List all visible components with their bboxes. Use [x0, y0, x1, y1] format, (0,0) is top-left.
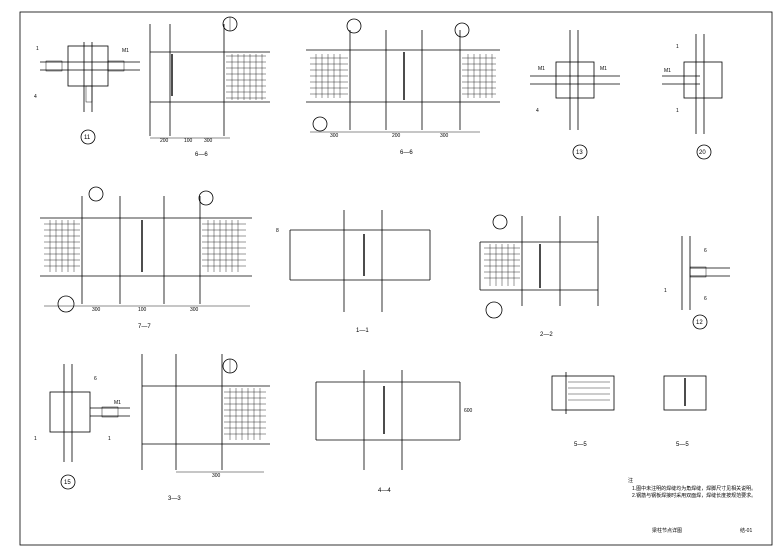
- svg-text:6: 6: [704, 296, 707, 302]
- svg-text:200: 200: [392, 133, 401, 139]
- drawing-number: 结-01: [740, 527, 752, 534]
- detail-13: M1 M1 4 13: [530, 30, 620, 160]
- svg-text:300: 300: [330, 133, 339, 139]
- note-1: 1.图中未注明的焊缝均为角焊缝，焊脚尺寸见相关说明。: [632, 485, 756, 492]
- section-7-7: 300 100 300 7—7: [40, 186, 252, 330]
- detail-13-label: 13: [576, 150, 583, 156]
- section-6-6-a: 200 100 300 6—6: [149, 16, 270, 158]
- detail-20-label: 20: [699, 150, 706, 156]
- svg-text:1: 1: [664, 288, 667, 294]
- svg-text:100: 100: [184, 138, 193, 144]
- section-4-4: 600 4—4: [315, 370, 473, 494]
- title-block: 梁柱节点详图 结-01: [652, 527, 752, 534]
- sheet-border: [19, 11, 773, 546]
- svg-text:6: 6: [704, 248, 707, 254]
- section-1-1: 8 1—1: [276, 210, 431, 334]
- svg-text:M1: M1: [664, 68, 671, 74]
- section-6-6-b-label: 6—6: [400, 150, 413, 156]
- section-2-2: 2—2: [479, 214, 599, 338]
- detail-20: 1 M1 1 20: [662, 34, 723, 160]
- svg-text:8: 8: [276, 228, 279, 234]
- svg-text:100: 100: [138, 307, 147, 313]
- svg-text:M1: M1: [114, 400, 121, 406]
- svg-text:1: 1: [676, 44, 679, 50]
- svg-text:300: 300: [92, 307, 101, 313]
- svg-text:M1: M1: [600, 66, 607, 72]
- svg-text:1: 1: [34, 436, 37, 442]
- detail-12: 6 1 6 12: [664, 236, 730, 330]
- notes: 注 1.图中未注明的焊缝均为角焊缝，焊脚尺寸见相关说明。 2.钢筋与钢板焊接时采…: [628, 477, 756, 499]
- svg-text:300: 300: [440, 133, 449, 139]
- detail-11: 1 M1 4 11: [34, 42, 140, 145]
- section-1-1-label: 1—1: [356, 328, 369, 334]
- svg-text:M1: M1: [538, 66, 545, 72]
- drawing-title: 梁柱节点详图: [652, 527, 682, 534]
- svg-text:300: 300: [212, 473, 221, 479]
- section-2-2-label: 2—2: [540, 332, 553, 338]
- svg-text:200: 200: [160, 138, 169, 144]
- note-2: 2.钢筋与钢板焊接时采用双面焊，焊缝长度按规范要求。: [632, 492, 756, 499]
- svg-text:600: 600: [464, 408, 473, 414]
- section-5-5-a: 5—5: [551, 372, 615, 448]
- notes-header: 注: [628, 477, 633, 484]
- section-5-5-b: 5—5: [663, 375, 707, 448]
- section-7-7-label: 7—7: [138, 324, 151, 330]
- section-4-4-label: 4—4: [378, 488, 391, 494]
- svg-text:300: 300: [190, 307, 199, 313]
- section-5-5-b-label: 5—5: [676, 442, 689, 448]
- section-6-6-a-label: 6—6: [195, 152, 208, 158]
- detail-12-label: 12: [696, 320, 703, 326]
- svg-text:6: 6: [94, 376, 97, 382]
- svg-text:4: 4: [536, 108, 539, 114]
- svg-text:1: 1: [108, 436, 111, 442]
- svg-text:300: 300: [204, 138, 213, 144]
- svg-text:4: 4: [34, 94, 37, 100]
- detail-15-label: 15: [64, 480, 71, 486]
- detail-15: 6 M1 1 1 15: [34, 364, 130, 490]
- svg-text:1: 1: [36, 46, 39, 52]
- section-3-3-label: 3—3: [168, 496, 181, 502]
- detail-11-label: 11: [84, 135, 91, 141]
- section-5-5-a-label: 5—5: [574, 442, 587, 448]
- svg-text:1: 1: [676, 108, 679, 114]
- svg-text:M1: M1: [122, 48, 129, 54]
- section-6-6-b: 300 200 300 6—6: [306, 18, 500, 156]
- section-3-3: 300 3—3: [141, 354, 270, 502]
